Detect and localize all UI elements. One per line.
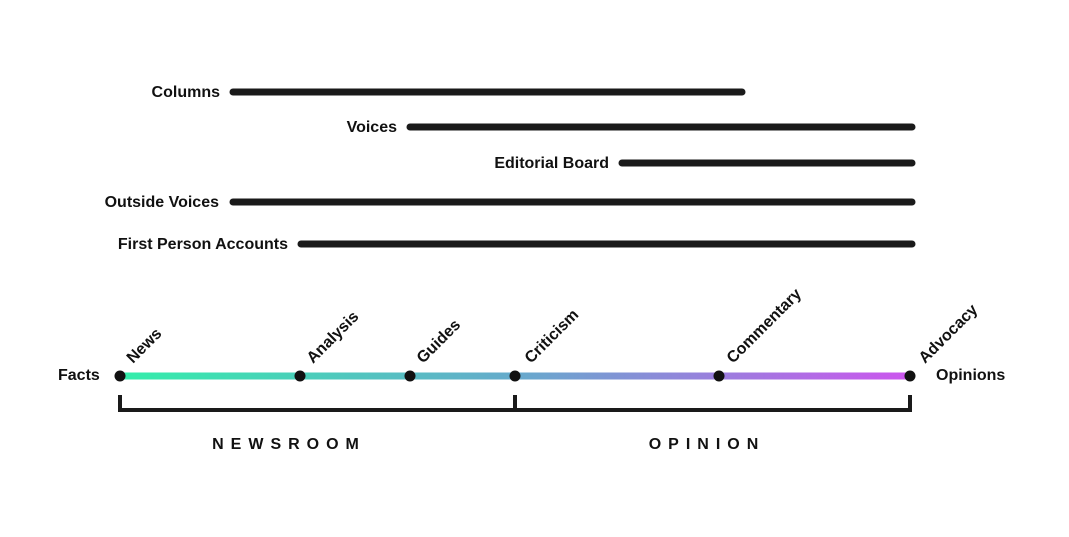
coverage-bar-columns: Columns bbox=[152, 84, 746, 101]
newsroom-label: NEWSROOM bbox=[212, 436, 366, 453]
coverage-bar-first-person-accounts: First Person Accounts bbox=[118, 236, 916, 253]
spectrum-point-label: Analysis bbox=[304, 308, 363, 367]
section-brackets: NEWSROOM OPINION bbox=[118, 395, 912, 453]
spectrum-point-analysis: Analysis bbox=[294, 308, 363, 382]
section-bracket bbox=[118, 395, 912, 412]
spectrum-dot bbox=[404, 370, 416, 382]
spectrum-point-commentary: Commentary bbox=[713, 286, 805, 382]
coverage-bar-label: Outside Voices bbox=[105, 194, 220, 211]
opinions-label: Opinions bbox=[936, 367, 1005, 384]
spectrum-dot bbox=[114, 370, 126, 382]
spectrum-point-guides: Guides bbox=[404, 316, 464, 382]
facts-label: Facts bbox=[58, 367, 100, 384]
spectrum-dot bbox=[294, 370, 306, 382]
spectrum-dot bbox=[713, 370, 725, 382]
spectrum-dot bbox=[904, 370, 916, 382]
coverage-bar-label: Voices bbox=[347, 119, 398, 136]
coverage-bars: Columns Voices Editorial Board Outside V… bbox=[105, 84, 916, 253]
spectrum-dot bbox=[509, 370, 521, 382]
spectrum-point-label: Commentary bbox=[724, 286, 805, 367]
coverage-bar-label: Columns bbox=[152, 84, 221, 101]
opinion-label: OPINION bbox=[649, 436, 766, 453]
coverage-bar-outside-voices: Outside Voices bbox=[105, 194, 916, 211]
spectrum-point-label: Criticism bbox=[522, 306, 582, 366]
coverage-bar-editorial-board: Editorial Board bbox=[494, 155, 916, 172]
coverage-bar-voices: Voices bbox=[347, 119, 916, 136]
coverage-bar-label: First Person Accounts bbox=[118, 236, 288, 253]
spectrum-point-label: News bbox=[124, 325, 166, 367]
spectrum-point-label: Advocacy bbox=[916, 301, 982, 367]
coverage-bar-label: Editorial Board bbox=[494, 155, 609, 172]
spectrum-point-criticism: Criticism bbox=[509, 306, 582, 382]
spectrum-point-label: Guides bbox=[414, 316, 464, 366]
spectrum-axis: Facts Opinions News Analysis Guides Crit… bbox=[58, 286, 1005, 384]
